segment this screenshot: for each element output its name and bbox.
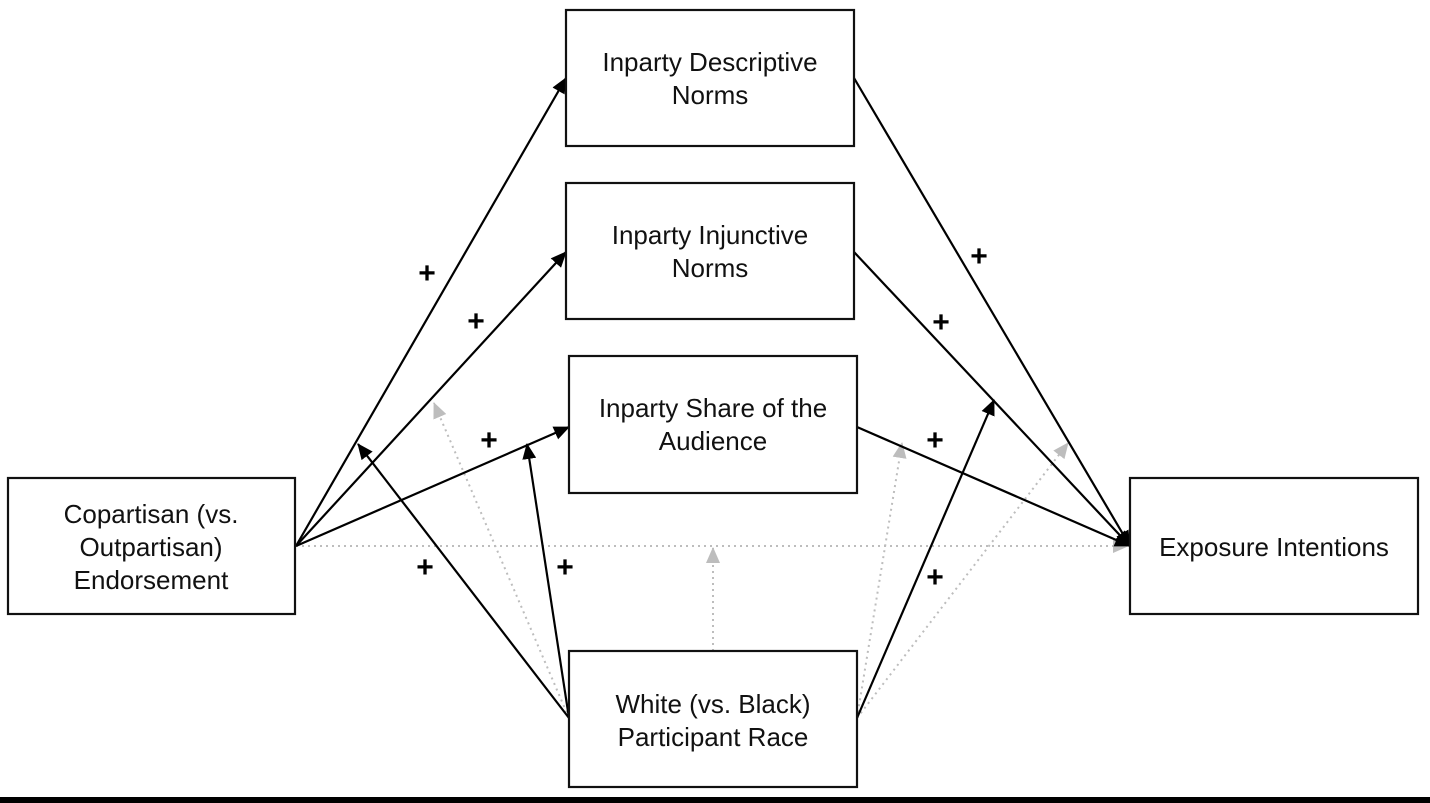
node-injunctive-line-1: Inparty Injunctive: [612, 220, 809, 250]
moderation-race-share-path: [522, 443, 571, 719]
node-endorsement-line-1: Copartisan (vs.: [64, 499, 239, 529]
sign-share-exposure: +: [926, 424, 944, 457]
sign-descriptive-exposure: +: [970, 240, 988, 273]
sign-endorsement-share: +: [480, 424, 498, 457]
sign-moderation-share: +: [556, 551, 574, 584]
node-descriptive-line-2: Norms: [672, 80, 749, 110]
node-share-of-audience: Inparty Share of the Audience: [567, 354, 859, 495]
node-share-line-2: Audience: [659, 426, 767, 456]
node-injunctive-line-2: Norms: [672, 253, 749, 283]
node-descriptive-line-1: Inparty Descriptive: [602, 47, 817, 77]
node-race-line-1: White (vs. Black): [615, 689, 810, 719]
moderation-race-injunctive-exposure-path: [855, 399, 996, 719]
sign-injunctive-exposure: +: [932, 306, 950, 339]
path-share-exposure: [856, 425, 1131, 548]
node-share-line-1: Inparty Share of the: [599, 393, 827, 423]
moderation-race-injunctive-path: [433, 402, 570, 719]
node-exposure-intentions: Exposure Intentions: [1128, 476, 1420, 616]
sign-endorsement-descriptive: +: [418, 257, 436, 290]
node-race-line-2: Participant Race: [618, 722, 809, 752]
node-endorsement-line-3: Endorsement: [74, 565, 229, 595]
node-exposure-line-1: Exposure Intentions: [1159, 532, 1389, 562]
path-endorsement-injunctive: [295, 251, 567, 547]
bottom-border-bar: [0, 797, 1430, 803]
moderation-race-descriptive-path: [357, 443, 570, 719]
path-endorsement-descriptive: [295, 77, 567, 547]
sign-endorsement-injunctive: +: [467, 305, 485, 338]
node-endorsement: Copartisan (vs. Outpartisan) Endorsement: [6, 476, 297, 616]
node-participant-race: White (vs. Black) Participant Race: [567, 649, 859, 789]
moderation-race-descriptive-exposure-path: [856, 442, 1069, 719]
sign-moderation-injunctive-exposure: +: [926, 561, 944, 594]
path-injunctive-exposure: [853, 251, 1131, 547]
node-endorsement-line-2: Outpartisan): [79, 532, 222, 562]
path-descriptive-exposure: [853, 77, 1131, 547]
sign-moderation-descriptive: +: [416, 551, 434, 584]
node-injunctive-norms: Inparty Injunctive Norms: [564, 181, 856, 321]
node-descriptive-norms: Inparty Descriptive Norms: [564, 8, 856, 148]
moderation-race-share-exposure-path: [856, 442, 907, 719]
